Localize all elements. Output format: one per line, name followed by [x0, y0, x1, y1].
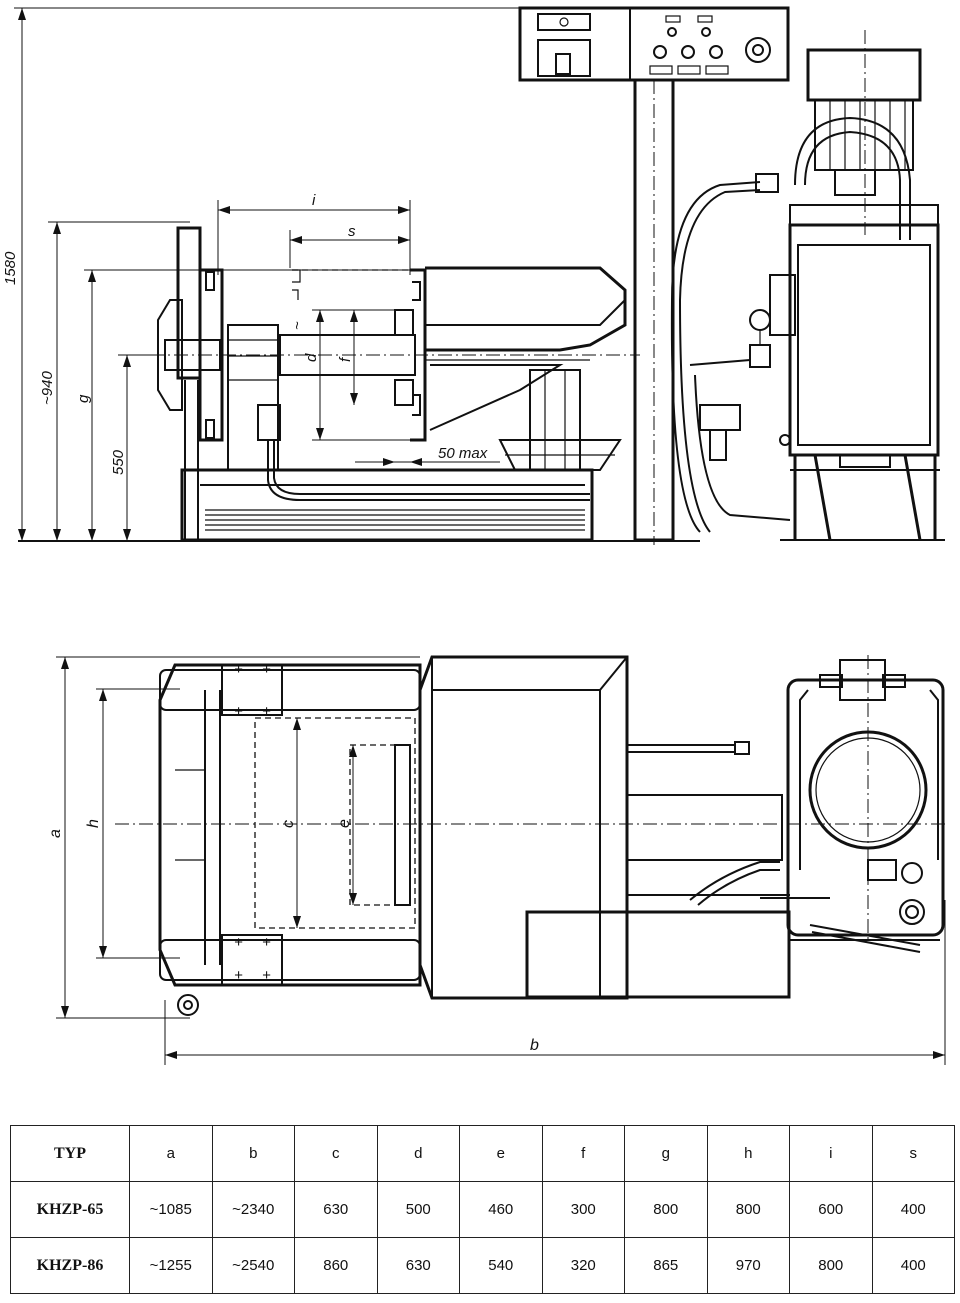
header-cell-i: i: [789, 1125, 873, 1182]
dim-label-e: e: [336, 819, 353, 828]
table-cell: 800: [789, 1237, 873, 1294]
dim-label-1580: 1580: [2, 251, 19, 285]
header-cell-s: s: [871, 1125, 955, 1182]
table-cell: 400: [871, 1181, 955, 1238]
table-cell: 460: [459, 1181, 543, 1238]
row-type-cell: KHZP-86: [10, 1237, 130, 1294]
svg-text:+: +: [262, 703, 271, 720]
plunger-extension: [626, 794, 783, 861]
top-view: a h + + + + + + + + c: [47, 655, 946, 1065]
table-cell: 800: [706, 1181, 790, 1238]
dim-label-h: h: [85, 819, 102, 828]
svg-text:~: ~: [289, 321, 306, 330]
dim-label-s: s: [348, 223, 356, 240]
table-cell: 630: [294, 1181, 378, 1238]
header-cell-typ: TYP: [10, 1125, 130, 1182]
injection-unit: [425, 266, 627, 352]
table-row: KHZP-86 ~1255 ~2540 860 630 540 320 865 …: [10, 1237, 955, 1294]
dimension-table: TYP a b c d e f g h i s KHZP-65 ~1085 ~2…: [10, 1125, 955, 1294]
svg-text:+: +: [234, 703, 243, 720]
electric-motor: [806, 48, 922, 102]
table-cell: 600: [789, 1181, 873, 1238]
header-cell-a: a: [129, 1125, 213, 1182]
table-cell: 320: [541, 1237, 625, 1294]
dim-label-a: a: [47, 829, 64, 838]
tank-legs: [793, 454, 937, 541]
table-cell: 500: [376, 1181, 460, 1238]
table-cell: 800: [624, 1181, 708, 1238]
header-cell-f: f: [541, 1125, 625, 1182]
control-cabinet-top: [525, 910, 791, 999]
table-cell: ~1085: [129, 1181, 213, 1238]
wheel: [177, 994, 199, 1016]
header-cell-g: g: [624, 1125, 708, 1182]
indicator-lamp: [559, 17, 569, 27]
header-cell-d: d: [376, 1125, 460, 1182]
row-type-cell: KHZP-65: [10, 1181, 130, 1238]
header-cell-b: b: [211, 1125, 295, 1182]
tie-bar-upper: [159, 669, 421, 711]
hydraulic-hose: [670, 181, 761, 533]
tie-bar-lower: [159, 939, 421, 981]
pressure-gauge: [749, 309, 771, 331]
top-gauge: [901, 862, 923, 884]
table-cell: ~2540: [211, 1237, 295, 1294]
table-cell: 970: [706, 1237, 790, 1294]
dim-label-f: f: [337, 356, 354, 362]
table-cell: 860: [294, 1237, 378, 1294]
dim-label-c: c: [280, 820, 297, 828]
dim-label-i: i: [312, 192, 316, 209]
hydraulic-tank: [788, 223, 940, 457]
dim-label-d: d: [303, 353, 320, 362]
svg-text:+: +: [262, 661, 271, 678]
control-knob: [653, 45, 667, 59]
crucible: [498, 439, 622, 471]
main-switch: [745, 37, 771, 63]
table-cell: 400: [871, 1237, 955, 1294]
header-cell-h: h: [706, 1125, 790, 1182]
svg-text:+: +: [262, 934, 271, 951]
control-box: [518, 6, 790, 82]
table-row: KHZP-65 ~1085 ~2340 630 500 460 300 800 …: [10, 1181, 955, 1238]
table-cell: 540: [459, 1237, 543, 1294]
svg-text:+: +: [234, 661, 243, 678]
table-cell: 630: [376, 1237, 460, 1294]
dim-label-50max: 50 max: [438, 445, 488, 462]
dim-label-940: ~940: [39, 371, 56, 405]
dim-label-b: b: [530, 1037, 539, 1054]
header-cell-e: e: [459, 1125, 543, 1182]
table-cell: 865: [624, 1237, 708, 1294]
table-cell: ~2340: [211, 1181, 295, 1238]
dim-label-550: 550: [110, 449, 127, 475]
injection-housing-top: [418, 655, 629, 1000]
table-cell: ~1255: [129, 1237, 213, 1294]
toggle-housing: [227, 324, 279, 471]
pump: [834, 169, 876, 196]
gauge-display: [537, 39, 591, 77]
header-cell-c: c: [294, 1125, 378, 1182]
svg-text:+: +: [262, 967, 271, 984]
table-header-row: TYP a b c d e f g h i s: [10, 1125, 955, 1182]
machine-base: [180, 468, 594, 542]
svg-text:+: +: [234, 967, 243, 984]
dim-label-g: g: [75, 394, 92, 403]
side-view: 1580 ~940 g 550 i s ~: [2, 6, 945, 545]
svg-text:+: +: [234, 934, 243, 951]
table-cell: 300: [541, 1181, 625, 1238]
